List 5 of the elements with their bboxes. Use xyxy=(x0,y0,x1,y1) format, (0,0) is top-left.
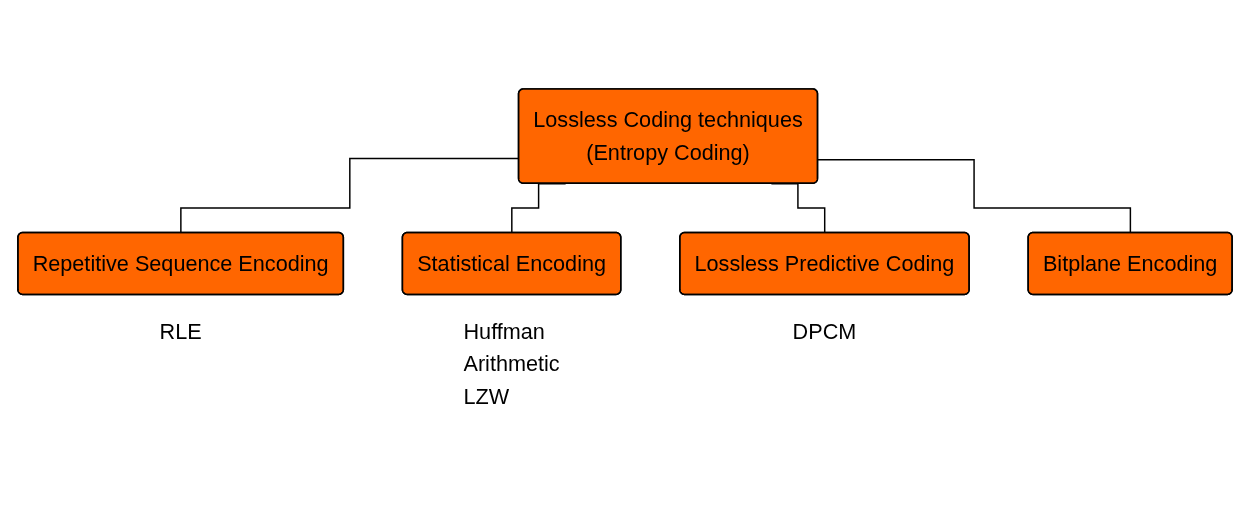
node-label: DPCM xyxy=(792,319,857,345)
node-label: Huffman xyxy=(463,319,545,345)
node-label: Arithmetic xyxy=(463,351,560,377)
node-label: LZW xyxy=(463,384,510,410)
node-label: RLE xyxy=(159,319,202,345)
